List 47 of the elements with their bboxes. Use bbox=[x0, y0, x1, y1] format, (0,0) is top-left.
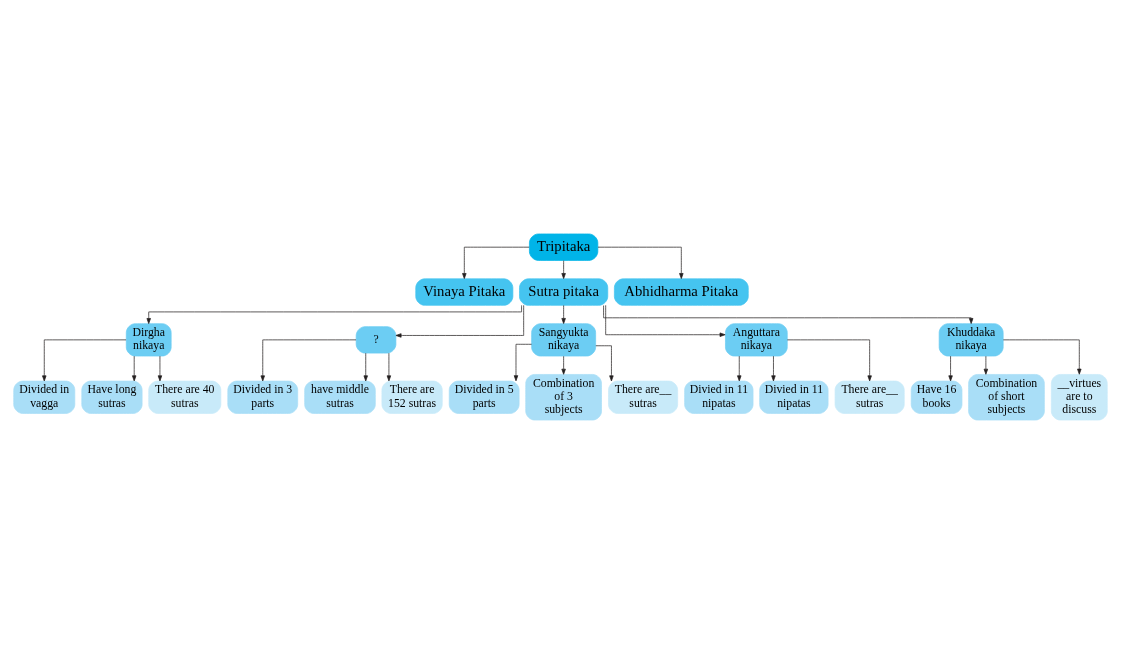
arrow bbox=[561, 355, 566, 375]
arrow bbox=[462, 246, 530, 279]
arrow bbox=[786, 339, 872, 382]
node-box: Divided in 5 parts bbox=[448, 380, 520, 414]
arrow bbox=[561, 305, 566, 324]
node-box: Have long sutras bbox=[81, 380, 143, 414]
node-box: Tripitaka bbox=[529, 233, 599, 261]
node-box: There are__ sutras bbox=[834, 380, 905, 414]
arrow bbox=[146, 305, 522, 324]
arrow bbox=[983, 355, 989, 375]
node-box: Divied in 11 nipatas bbox=[684, 380, 754, 414]
arrow bbox=[260, 339, 357, 382]
node-box: Vinaya Pitaka bbox=[415, 278, 514, 306]
arrow bbox=[395, 304, 525, 338]
node-box: Dirgha nikaya bbox=[125, 323, 172, 357]
node-box: Divided in 3 parts bbox=[227, 380, 299, 414]
node-box: Divied in 11 nipatas bbox=[759, 380, 829, 414]
arrow bbox=[1002, 339, 1082, 375]
node-box: Sutra pitaka bbox=[519, 278, 609, 306]
arrow bbox=[605, 304, 726, 337]
arrow bbox=[771, 355, 776, 382]
node-box: Have 16 books bbox=[910, 380, 963, 414]
arrow bbox=[513, 343, 532, 382]
node-box: Combination of 3 subjects bbox=[525, 374, 602, 421]
node-box: There are 40 sutras bbox=[148, 380, 222, 414]
arrow bbox=[157, 355, 163, 382]
arrow bbox=[132, 355, 137, 382]
arrow bbox=[561, 260, 566, 279]
arrow bbox=[42, 339, 127, 382]
node-box: There are__ sutras bbox=[608, 380, 678, 414]
node-box: ? bbox=[355, 326, 397, 354]
node-box: Sangyukta nikaya bbox=[531, 323, 596, 357]
node-box: Anguttara nikaya bbox=[725, 323, 788, 357]
node-box: Divided in vagga bbox=[13, 380, 76, 414]
node-box: Khuddaka nikaya bbox=[938, 323, 1004, 357]
arrow bbox=[737, 355, 742, 382]
node-box: Combination of short subjects bbox=[968, 374, 1045, 421]
arrow bbox=[603, 305, 974, 324]
node-box: Abhidharma Pitaka bbox=[614, 278, 749, 306]
arrow bbox=[363, 352, 368, 382]
arrow bbox=[948, 355, 953, 382]
node-box: have middle sutras bbox=[304, 380, 376, 414]
arrow bbox=[597, 246, 684, 279]
node-box: There are 152 sutras bbox=[381, 380, 443, 414]
arrow bbox=[386, 352, 392, 382]
node-box: __virtues are to discuss bbox=[1051, 374, 1108, 421]
arrow bbox=[595, 345, 614, 382]
